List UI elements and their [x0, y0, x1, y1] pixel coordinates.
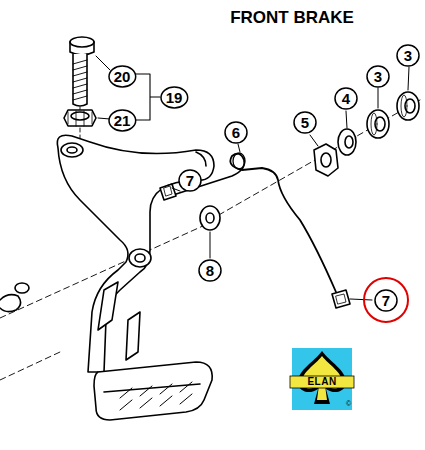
callout-text: 19 — [166, 90, 183, 105]
callout-text: 20 — [114, 69, 131, 84]
axis-line — [210, 100, 420, 220]
callout-number: 4 — [334, 87, 358, 110]
logo-text: ELAN — [292, 376, 352, 387]
callout-text: 4 — [342, 91, 350, 106]
highlight-circle — [364, 278, 408, 322]
washer — [397, 92, 419, 120]
washer — [338, 129, 356, 155]
callout-text: 8 — [206, 263, 214, 278]
bolt — [70, 37, 94, 106]
callout-number: 3 — [396, 44, 420, 67]
spring-cap — [332, 290, 350, 308]
leader-line — [96, 56, 409, 300]
caliper-arm — [0, 135, 214, 372]
callout-text: 5 — [301, 115, 309, 130]
washer — [200, 206, 220, 230]
callout-number: 5 — [293, 111, 317, 134]
callout-text: 7 — [382, 293, 390, 308]
callout-text: 21 — [114, 113, 131, 128]
diagram-title: FRONT BRAKE — [230, 8, 354, 28]
callout-number: 7 — [374, 289, 398, 312]
brake-pad — [94, 362, 212, 420]
hex-nut — [314, 144, 338, 176]
callout-number: 8 — [198, 259, 222, 282]
callout-text: 3 — [374, 69, 382, 84]
spring-cap — [160, 184, 176, 200]
callout-text: 3 — [404, 48, 412, 63]
callout-text: 6 — [232, 125, 240, 140]
washer — [367, 110, 389, 138]
callout-number: 19 — [160, 86, 189, 109]
callout-number: 7 — [178, 169, 202, 192]
logo-badge: ELAN — [292, 348, 352, 410]
axis-line — [0, 352, 60, 380]
callout-text: 7 — [186, 173, 194, 188]
callout-number: 20 — [108, 65, 137, 88]
callout-number: 3 — [366, 65, 390, 88]
callout-number: 6 — [224, 121, 248, 144]
nut — [64, 110, 96, 126]
spring — [170, 153, 336, 292]
callout-number: 21 — [108, 109, 137, 132]
copyright-mark: © — [346, 400, 351, 407]
